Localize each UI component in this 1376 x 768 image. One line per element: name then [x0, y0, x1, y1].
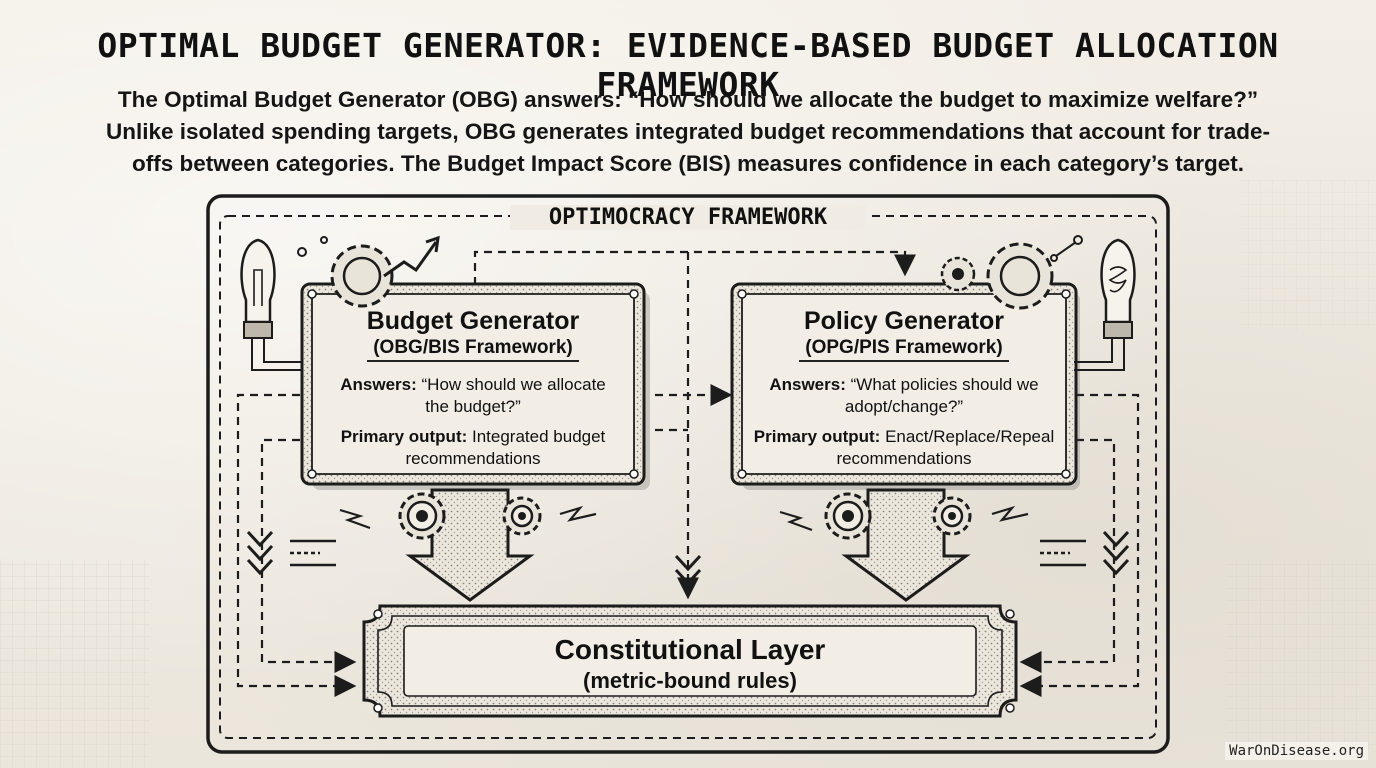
policy-output-line: recommendations — [836, 449, 972, 468]
spark-icon — [339, 505, 1029, 532]
budget-answers-line: the budget?” — [425, 397, 521, 416]
policy-generator-title: Policy Generator — [803, 307, 1005, 335]
gear-icon — [824, 492, 872, 540]
constitutional-layer-subtitle: (metric-bound rules) — [583, 668, 797, 693]
corner-grid — [1240, 180, 1376, 330]
chevron-arrow-icon — [246, 530, 274, 576]
intro-line: offs between categories. The Budget Impa… — [132, 151, 1244, 176]
budget-generator-box — [300, 282, 650, 490]
answers-label: Answers: — [340, 375, 417, 394]
constitutional-layer-title: Constitutional Layer — [554, 634, 826, 665]
motion-lines-icon — [290, 539, 1086, 567]
output-label: Primary output: — [753, 427, 881, 446]
gear-icon — [502, 496, 542, 536]
connector-lines — [236, 250, 1140, 697]
constitutional-layer-plaque — [362, 604, 1018, 718]
light-bulb-icon — [240, 238, 302, 371]
budget-generator-title: Budget Generator — [366, 307, 580, 335]
policy-generator-text: Policy Generator (OPG/PIS Framework) Ans… — [746, 306, 1062, 470]
budget-output-line: Primary output: Integrated budget — [316, 426, 630, 448]
budget-generator-text: Budget Generator (OBG/BIS Framework) Ans… — [316, 306, 630, 470]
trend-arrow-icon — [383, 235, 440, 278]
intro-paragraph: The Optimal Budget Generator (OBG) answe… — [40, 84, 1336, 180]
framework-label: OPTIMOCRACY FRAMEWORK — [510, 205, 866, 230]
gear-icon — [330, 244, 394, 308]
gear-icon — [932, 496, 972, 536]
output-label: Primary output: — [340, 427, 468, 446]
chevron-arrow-icon — [1102, 530, 1130, 576]
gear-icon — [398, 492, 446, 540]
gear-icon — [986, 242, 1054, 310]
policy-output-line: Primary output: Enact/Replace/Repeal — [746, 426, 1062, 448]
site-credit: WarOnDisease.org — [1225, 742, 1368, 760]
policy-generator-subtitle: (OPG/PIS Framework) — [799, 336, 1009, 362]
chevron-arrow-icon — [674, 554, 702, 586]
output-text: Enact/Replace/Repeal — [885, 427, 1055, 446]
output-text: Integrated budget — [472, 427, 606, 446]
intro-line: Unlike isolated spending targets, OBG ge… — [106, 119, 1270, 144]
budget-answers-line: Answers: “How should we allocate — [316, 374, 630, 396]
budget-output-line: recommendations — [405, 449, 541, 468]
framework-outer-frame — [206, 194, 1170, 754]
policy-generator-box — [730, 282, 1080, 490]
intro-line: The Optimal Budget Generator (OBG) answe… — [117, 87, 1259, 112]
page-title: OPTIMAL BUDGET GENERATOR: EVIDENCE-BASED… — [97, 26, 1279, 104]
corner-grid — [0, 560, 150, 768]
budget-generator-subtitle: (OBG/BIS Framework) — [367, 336, 579, 362]
answers-text: “What policies should we — [850, 375, 1039, 394]
policy-answers-line: adopt/change?” — [844, 397, 964, 416]
answers-text: “How should we allocate — [421, 375, 606, 394]
gear-icon — [940, 256, 976, 292]
framework-dashed-frame — [219, 215, 1157, 739]
answers-label: Answers: — [769, 375, 846, 394]
node-link-icon — [297, 235, 1083, 262]
light-bulb-icon — [1074, 238, 1136, 371]
corner-grid — [1226, 560, 1376, 750]
policy-answers-line: Answers: “What policies should we — [746, 374, 1062, 396]
